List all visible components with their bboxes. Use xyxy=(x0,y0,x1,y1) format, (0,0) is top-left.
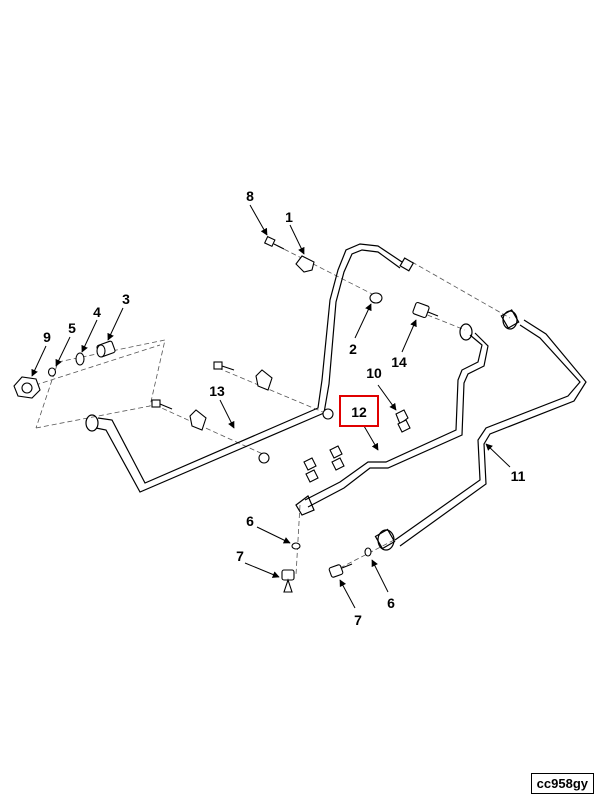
clip-mid-a xyxy=(329,445,343,459)
clip-left-a xyxy=(303,457,317,471)
callout-1: 1 xyxy=(285,209,293,225)
fitting-14 xyxy=(412,301,439,319)
clip-10a xyxy=(395,409,409,425)
callout-11: 11 xyxy=(511,468,526,484)
callout-7b: 7 xyxy=(354,612,362,628)
tube-11 xyxy=(374,309,587,551)
spacer-2a xyxy=(369,292,383,304)
callout-8: 8 xyxy=(246,188,254,204)
small-parts xyxy=(13,235,439,593)
bolt-upper xyxy=(213,361,235,371)
spacer-2b xyxy=(322,408,334,420)
assembly-centerlines xyxy=(19,241,511,576)
callout-6b: 6 xyxy=(387,595,395,611)
callout-5: 5 xyxy=(68,320,76,336)
callout-2: 2 xyxy=(349,341,357,357)
callout-12: 12 xyxy=(351,404,367,420)
clamp-lower xyxy=(189,409,207,431)
nut-9 xyxy=(13,376,41,399)
ring-5 xyxy=(47,367,57,377)
o-ring-6b xyxy=(364,547,372,557)
spacer-2c xyxy=(258,452,270,464)
callout-labels: 1 2 3 4 5 6 6 7 7 8 9 10 11 12 13 14 xyxy=(43,188,526,628)
clamp-1 xyxy=(295,255,315,273)
callout-7a: 7 xyxy=(236,548,244,564)
callout-14: 14 xyxy=(391,354,407,370)
clamp-upper xyxy=(255,369,273,391)
callout-10: 10 xyxy=(366,365,382,381)
fitting-3 xyxy=(96,340,116,358)
bolt-8 xyxy=(263,235,285,250)
callout-4: 4 xyxy=(93,304,101,320)
callout-9: 9 xyxy=(43,329,51,345)
leader-lines xyxy=(31,204,511,609)
tube-12 xyxy=(295,323,489,516)
bolt-lower xyxy=(151,399,173,410)
clip-left-b xyxy=(305,469,319,483)
callout-6a: 6 xyxy=(246,513,254,529)
callout-3: 3 xyxy=(122,291,130,307)
o-ring-4 xyxy=(75,352,85,366)
elbow-7a xyxy=(281,569,295,593)
highlight-box-12 xyxy=(339,395,379,427)
clip-mid-b xyxy=(331,457,345,471)
figure-code-label: cc958gy xyxy=(530,773,594,794)
elbow-7b xyxy=(328,563,353,578)
callout-13: 13 xyxy=(209,383,225,399)
clip-10b xyxy=(397,419,411,433)
o-ring-6a xyxy=(291,542,301,550)
tube-13 xyxy=(85,243,415,493)
